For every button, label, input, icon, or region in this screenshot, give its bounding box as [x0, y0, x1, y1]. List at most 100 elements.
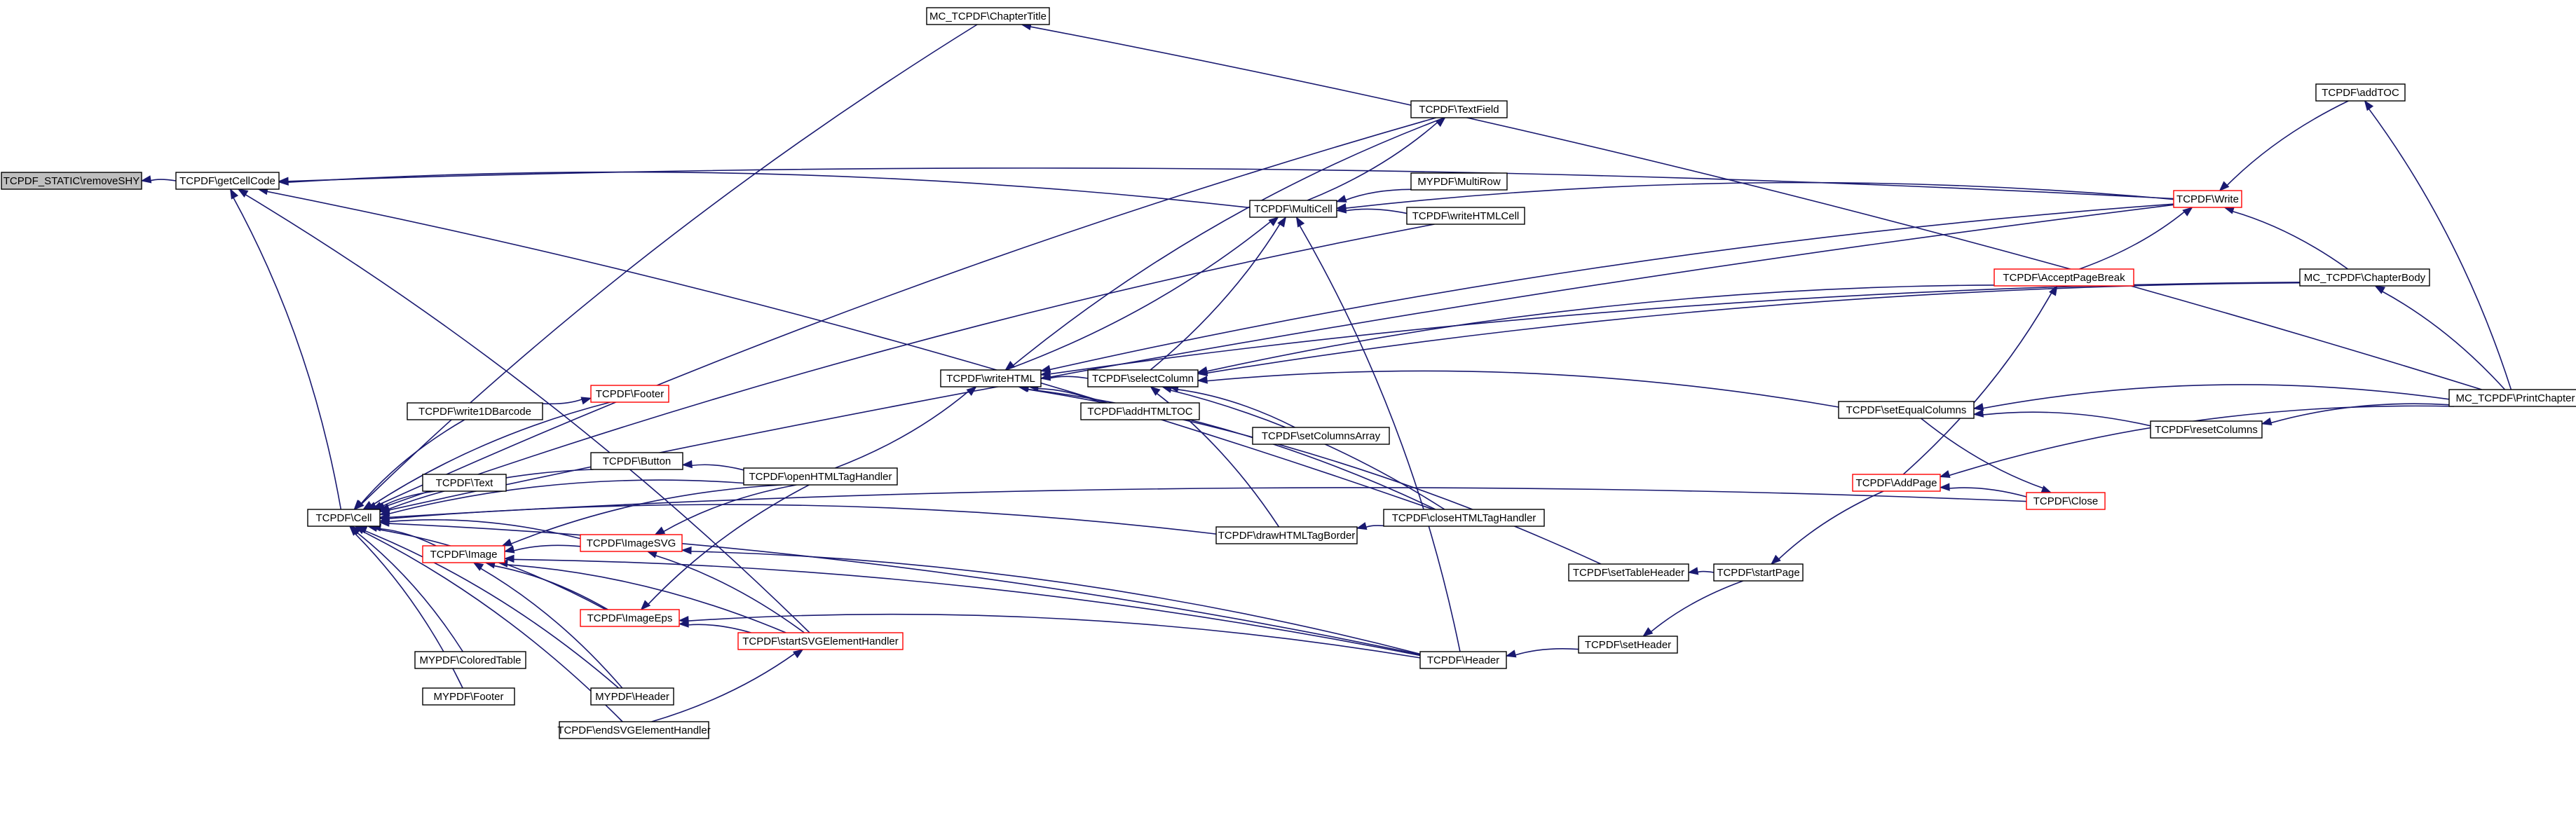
node-label: TCPDF\endSVGElementHandler — [557, 725, 710, 736]
node-start-page[interactable]: TCPDF\startPage — [1713, 563, 1804, 582]
node-chapter-title[interactable]: MC_TCPDF\ChapterTitle — [926, 7, 1050, 25]
node-set-columns-array[interactable]: TCPDF\setColumnsArray — [1252, 427, 1390, 445]
node-text-field[interactable]: TCPDF\TextField — [1410, 100, 1508, 118]
arrowhead — [472, 562, 484, 571]
node-add-page[interactable]: TCPDF\AddPage — [1852, 474, 1941, 492]
call-edge — [512, 558, 1421, 657]
node-label: MC_TCPDF\ChapterTitle — [929, 11, 1047, 22]
node-box — [2150, 420, 2263, 439]
node-label: MYPDF\ColoredTable — [419, 654, 521, 666]
call-edge — [362, 530, 623, 722]
arrowhead — [1268, 217, 1279, 226]
node-label: TCPDF\AddPage — [1856, 477, 1937, 489]
node-add-htmltoc[interactable]: TCPDF\addHTMLTOC — [1080, 402, 1200, 420]
call-edge — [1029, 26, 2482, 390]
node-set-table-header[interactable]: TCPDF\setTableHeader — [1568, 563, 1689, 582]
node-chapter-body[interactable]: MC_TCPDF\ChapterBody — [2299, 268, 2430, 287]
node-print-chapter[interactable]: MC_TCPDF\PrintChapter — [2448, 389, 2576, 407]
node-end-svgelement-handler[interactable]: TCPDF\endSVGElementHandler — [557, 721, 711, 739]
node-box — [307, 509, 381, 527]
call-edge — [1206, 370, 1839, 408]
node-text[interactable]: TCPDF\Text — [422, 474, 507, 492]
node-box — [1994, 268, 2134, 287]
arrowhead — [1972, 409, 1984, 418]
arrowhead — [379, 514, 390, 522]
call-edge — [687, 613, 1421, 659]
node-write1-dbarcode[interactable]: TCPDF\write1DBarcode — [407, 402, 543, 420]
node-write-htmlcell[interactable]: TCPDF\writeHTMLCell — [1406, 207, 1525, 225]
call-edge — [287, 171, 1250, 209]
call-edge — [1920, 418, 2044, 489]
arrowhead — [379, 505, 390, 514]
node-label: TCPDF\startSVGElementHandler — [742, 636, 899, 647]
node-mypdfheader[interactable]: MYPDF\Header — [590, 687, 674, 706]
node-image[interactable]: TCPDF\Image — [422, 545, 505, 563]
arrowhead — [379, 519, 390, 527]
node-close-htmltag-handler[interactable]: TCPDF\closeHTMLTagHandler — [1383, 509, 1545, 527]
call-edge — [1176, 388, 1295, 428]
arrowhead — [2048, 284, 2058, 296]
node-reset-columns[interactable]: TCPDF\resetColumns — [2150, 420, 2263, 439]
node-button[interactable]: TCPDF\Button — [590, 452, 683, 470]
node-write-html[interactable]: TCPDF\writeHTML — [940, 369, 1042, 387]
node-label: TCPDF\ImageSVG — [587, 537, 676, 549]
call-edge — [651, 652, 796, 722]
node-header[interactable]: TCPDF\Header — [1419, 651, 1507, 669]
arrowhead — [2219, 181, 2230, 191]
node-box — [1419, 651, 1507, 669]
arrowhead — [1335, 195, 1347, 202]
node-select-column[interactable]: TCPDF\selectColumn — [1087, 369, 1199, 387]
node-image-eps[interactable]: TCPDF\ImageEps — [580, 609, 680, 627]
node-draw-htmltag-border[interactable]: TCPDF\drawHTMLTagBorder — [1215, 526, 1358, 544]
node-image-svg[interactable]: TCPDF\ImageSVG — [580, 534, 683, 552]
node-label: TCPDF\addTOC — [2322, 87, 2399, 99]
node-set-equal-columns[interactable]: TCPDF\setEqualColumns — [1838, 401, 1975, 419]
call-edge — [2079, 211, 2186, 270]
node-footer[interactable]: TCPDF\Footer — [590, 385, 669, 403]
arrowhead — [503, 545, 515, 554]
call-edge — [1982, 384, 2450, 409]
arrowhead — [1939, 483, 1950, 491]
node-start-svgelement-handler[interactable]: TCPDF\startSVGElementHandler — [737, 632, 904, 650]
arrowhead — [1197, 376, 1208, 384]
node-multi-cell[interactable]: TCPDF\MultiCell — [1249, 200, 1337, 218]
call-edge — [356, 532, 464, 652]
node-box — [414, 651, 526, 669]
call-edge — [375, 528, 606, 610]
node-box — [407, 402, 543, 420]
call-edge — [287, 167, 2174, 200]
arrowhead — [1505, 650, 1517, 658]
node-open-htmltag-handler[interactable]: TCPDF\openHTMLTagHandler — [743, 467, 898, 486]
node-colored-table[interactable]: MYPDF\ColoredTable — [414, 651, 526, 669]
call-edge — [232, 196, 342, 510]
node-box — [1410, 172, 1508, 191]
node-multi-row[interactable]: MYPDF\MultiRow — [1410, 172, 1508, 191]
call-edge — [379, 528, 437, 547]
node-box — [1838, 401, 1975, 419]
node-label: TCPDF\Cell — [315, 512, 372, 524]
node-box — [1252, 427, 1390, 445]
node-set-header[interactable]: TCPDF\setHeader — [1578, 636, 1678, 654]
node-get-cell-code[interactable]: TCPDF\getCellCode — [175, 172, 280, 190]
call-edge — [690, 464, 744, 471]
node-label: TCPDF\setHeader — [1585, 639, 1671, 651]
node-mypdffooter[interactable]: MYPDF\Footer — [422, 687, 515, 706]
call-edge — [1902, 291, 2052, 475]
node-box — [1406, 207, 1525, 225]
node-close[interactable]: TCPDF\Close — [2026, 492, 2106, 510]
node-add-toc[interactable]: TCPDF\addTOC — [2315, 83, 2406, 102]
node-box — [590, 385, 669, 403]
node-label: TCPDF\Button — [603, 455, 672, 467]
call-edge — [1049, 376, 1089, 379]
node-accept-page-break[interactable]: TCPDF\AcceptPageBreak — [1994, 268, 2134, 287]
arrowhead — [229, 188, 239, 200]
call-edge — [835, 390, 969, 469]
node-cell[interactable]: TCPDF\Cell — [307, 509, 381, 527]
node-label: TCPDF\Close — [2033, 495, 2099, 507]
node-label: TCPDF\Header — [1427, 654, 1499, 666]
node-box — [1, 172, 142, 190]
arrowhead — [681, 546, 692, 555]
node-write[interactable]: TCPDF\Write — [2173, 190, 2242, 208]
node-remove-shy[interactable]: TCPDF_STATIC\removeSHY — [1, 172, 142, 190]
